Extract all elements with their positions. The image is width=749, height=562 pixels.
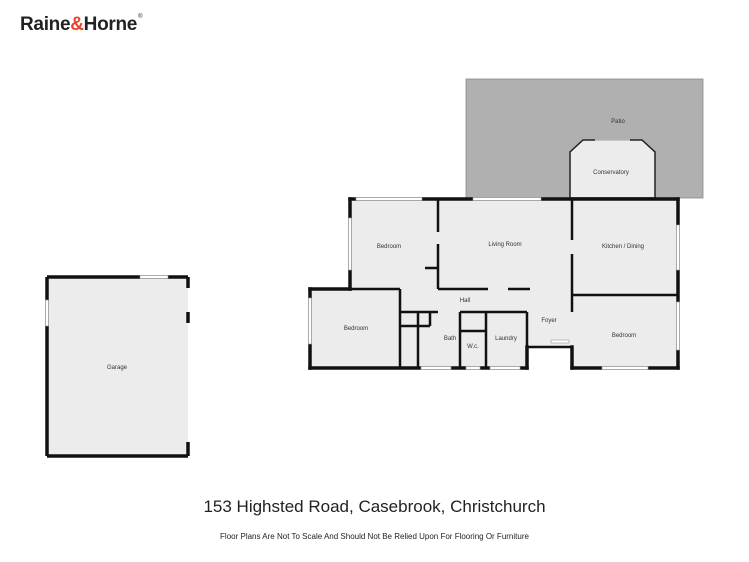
label-living-room: Living Room <box>488 242 521 248</box>
label-bedroom-left: Bedroom <box>344 326 368 332</box>
label-bedroom-right: Bedroom <box>612 333 636 339</box>
conservatory-area <box>569 139 656 199</box>
label-garage: Garage <box>107 365 128 371</box>
brand-name-part1: Raine <box>20 14 71 35</box>
label-laundry: Laundry <box>495 336 517 342</box>
house-floor <box>310 199 678 368</box>
label-conservatory: Conservatory <box>593 170 629 176</box>
label-bath: Bath <box>444 336 456 342</box>
registered-mark: ® <box>138 14 143 20</box>
property-address: 153 Highsted Road, Casebrook, Christchur… <box>203 497 546 516</box>
label-hall: Hall <box>460 298 470 304</box>
garage-floor <box>47 277 188 456</box>
label-bedroom-top: Bedroom <box>377 244 401 250</box>
label-patio: Patio <box>611 119 625 125</box>
disclaimer-text: Floor Plans Are Not To Scale And Should … <box>220 532 529 541</box>
label-foyer: Foyer <box>541 318 556 324</box>
label-kitchen-dining: Kitchen / Dining <box>602 244 644 250</box>
garage-windows <box>45 275 169 327</box>
windows <box>308 197 680 370</box>
label-wc: W.c. <box>467 344 479 350</box>
brand-name-part2: Horne <box>83 14 138 35</box>
brand-ampersand: & <box>70 14 84 35</box>
interior-walls <box>350 199 678 368</box>
brand-logo: Raine&Horne® <box>20 14 143 36</box>
